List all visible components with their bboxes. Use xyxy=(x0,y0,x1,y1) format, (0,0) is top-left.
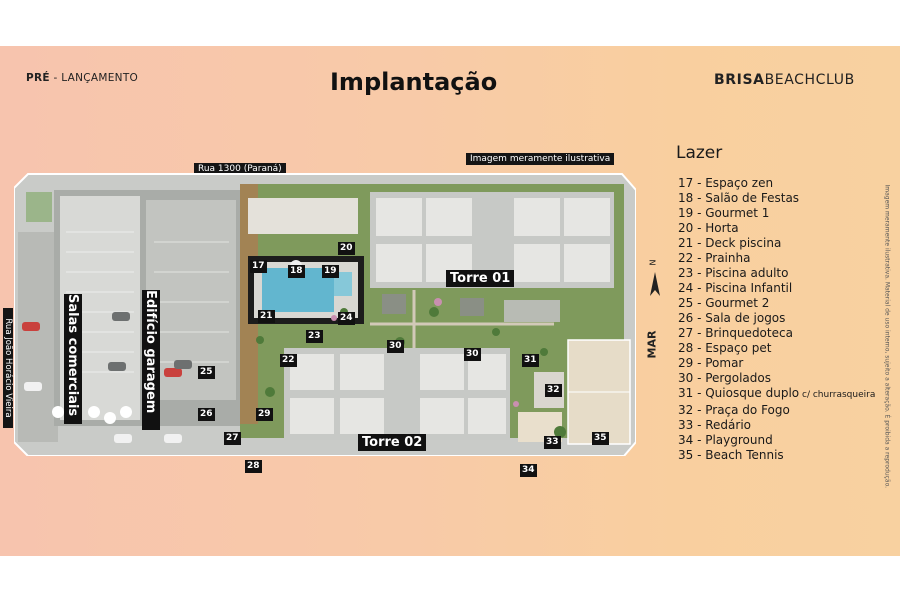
poster: PRÉ - LANÇAMENTO Implantação BRISABEACHC… xyxy=(0,46,900,556)
site-plan-drawing xyxy=(13,173,637,457)
legend-item: 18 - Salão de Festas xyxy=(678,191,800,205)
commercial-rooms-label: Salas comerciais xyxy=(64,294,82,424)
legend-item: 24 - Piscina Infantil xyxy=(678,281,793,295)
marker-19: 19 xyxy=(322,265,339,278)
legend-item: 25 - Gourmet 2 xyxy=(678,296,770,310)
pre-launch-tag: PRÉ - LANÇAMENTO xyxy=(26,72,139,84)
north-arrow-icon xyxy=(650,272,660,296)
marker-20: 20 xyxy=(338,242,355,255)
marker-28: 28 xyxy=(245,460,262,473)
page-title: Implantação xyxy=(330,68,498,96)
marker-25: 25 xyxy=(198,366,215,379)
side-disclaimer: Imagem meramente ilustrativa. Material d… xyxy=(883,184,891,489)
legend-item: 21 - Deck piscina xyxy=(678,236,782,250)
marker-18: 18 xyxy=(288,265,305,278)
legend-list: 17 - Espaço zen 18 - Salão de Festas 19 … xyxy=(678,176,875,463)
north-label: N xyxy=(648,259,658,266)
legend-item: 17 - Espaço zen xyxy=(678,176,774,190)
marker-23: 23 xyxy=(306,330,323,343)
legend-item: 26 - Sala de jogos xyxy=(678,311,786,325)
marker-31: 31 xyxy=(522,354,539,367)
marker-24: 24 xyxy=(338,312,355,325)
legend-item: 32 - Praça do Fogo xyxy=(678,403,790,417)
north-indicator: N xyxy=(647,258,663,298)
legend-item: 28 - Espaço pet xyxy=(678,341,772,355)
tower-01-label: Torre 01 xyxy=(446,270,515,287)
sea-direction-label: MAR xyxy=(645,330,659,359)
marker-32: 32 xyxy=(545,384,562,397)
marker-35: 35 xyxy=(592,432,609,445)
tower-02-label: Torre 02 xyxy=(358,434,427,451)
legend-item: 29 - Pomar xyxy=(678,356,744,370)
marker-17: 17 xyxy=(250,260,267,273)
marker-33: 33 xyxy=(544,436,561,449)
street-label-left: Rua João Horácio Vieira xyxy=(3,308,13,428)
marker-27: 27 xyxy=(224,432,241,445)
legend-title: Lazer xyxy=(676,143,723,163)
brand-logo: BRISABEACHCLUB xyxy=(714,72,855,88)
legend-item: 34 - Playground xyxy=(678,433,773,447)
marker-22: 22 xyxy=(280,354,297,367)
marker-34: 34 xyxy=(520,464,537,477)
marker-26: 26 xyxy=(198,408,215,421)
marker-29: 29 xyxy=(256,408,273,421)
legend-item: 31 - Quiosque duplo c/ churrasqueira xyxy=(678,386,876,400)
marker-30a: 30 xyxy=(387,340,404,353)
site-plan: Torre 01 Torre 02 Salas comerciais Edifí… xyxy=(13,172,637,477)
legend-item: 20 - Horta xyxy=(678,221,739,235)
legend-item: 19 - Gourmet 1 xyxy=(678,206,770,220)
marker-21: 21 xyxy=(258,310,275,323)
marker-30b: 30 xyxy=(464,348,481,361)
legend-item: 30 - Pergolados xyxy=(678,371,771,385)
legend-item: 35 - Beach Tennis xyxy=(678,448,784,462)
legend-item: 22 - Prainha xyxy=(678,251,751,265)
legend-item: 33 - Redário xyxy=(678,418,751,432)
garage-building-label: Edifício garagem xyxy=(142,290,160,430)
legend-item: 27 - Brinquedoteca xyxy=(678,326,793,340)
legend-item: 23 - Piscina adulto xyxy=(678,266,789,280)
illustrative-note: Imagem meramente ilustrativa xyxy=(466,153,615,165)
street-label-top: Rua 1300 (Paraná) xyxy=(194,163,286,175)
